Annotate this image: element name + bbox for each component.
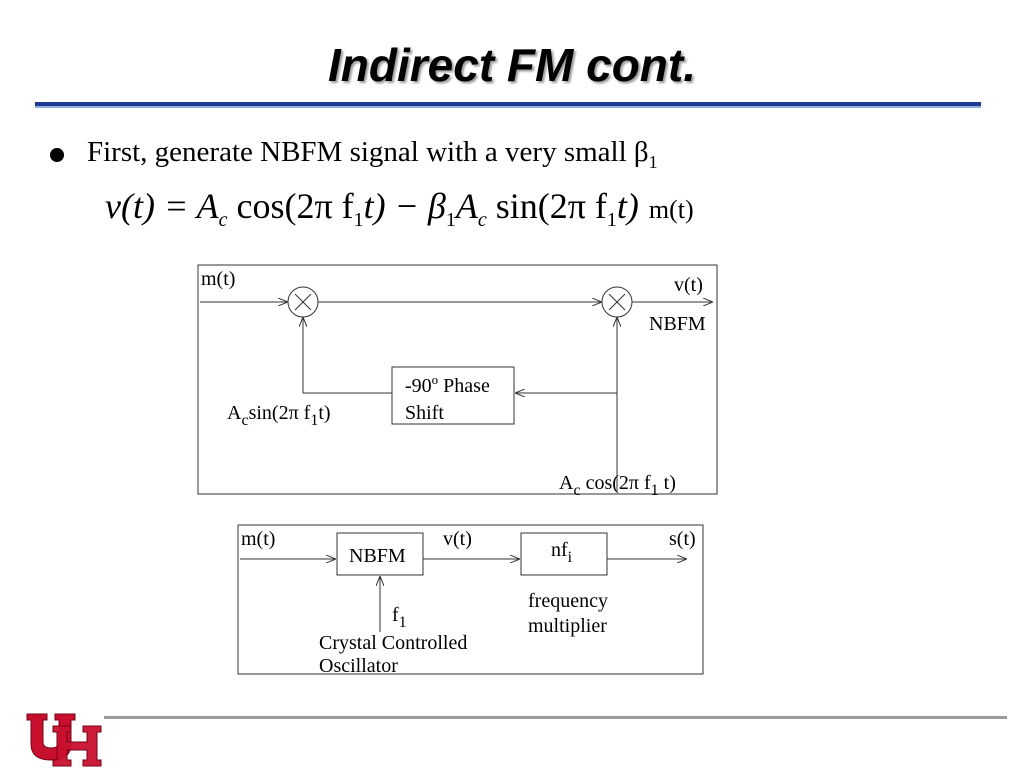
phase-to-mixer-line bbox=[303, 318, 392, 394]
diagram1-nbfm-label: NBFM bbox=[649, 313, 706, 335]
diagram2-input-label: m(t) bbox=[241, 528, 275, 550]
footer-rule bbox=[104, 716, 1007, 719]
uh-interlocking-logo-icon bbox=[26, 713, 102, 767]
cos-carrier-label: Ac cos(2π f1 t) bbox=[559, 472, 676, 499]
diagram1-output-label: v(t) bbox=[674, 274, 703, 296]
frequency-label: f1 bbox=[392, 604, 407, 631]
bullet-dot bbox=[50, 148, 64, 162]
multiplier-caption-line1: frequency bbox=[528, 590, 608, 612]
phase-shift-block bbox=[391, 366, 515, 425]
oscillator-label-line2: Oscillator bbox=[319, 655, 398, 677]
diagram2-output-label: s(t) bbox=[669, 528, 696, 550]
oscillator-label-line1: Crystal Controlled bbox=[319, 632, 467, 654]
nbfm-equation: v(t) = Ac cos(2π f1t) − β1Ac sin(2π f1t)… bbox=[105, 186, 694, 232]
title-rule bbox=[35, 102, 981, 108]
diagram1-frame bbox=[197, 264, 718, 495]
bullet-text: First, generate NBFM signal with a very … bbox=[87, 136, 658, 172]
frequency-multiplier-block bbox=[520, 532, 608, 576]
multiplier-1-icon bbox=[287, 286, 319, 318]
phase-shift-label-line2: Shift bbox=[405, 402, 444, 424]
diagram1-input-label: m(t) bbox=[201, 268, 235, 290]
nbfm-block bbox=[336, 532, 424, 576]
diagram2-frame bbox=[237, 524, 704, 675]
multiplier-caption-line2: multiplier bbox=[528, 615, 607, 637]
nbfm-block-label: NBFM bbox=[349, 545, 406, 567]
sin-carrier-label: Acsin(2π f1t) bbox=[227, 402, 331, 429]
diagram2-mid-label: v(t) bbox=[443, 528, 472, 550]
phase-shift-label: -90o Phase bbox=[405, 372, 490, 397]
slide-title: Indirect FM cont. bbox=[328, 39, 696, 91]
multiplier-block-label: nfi bbox=[551, 539, 573, 566]
